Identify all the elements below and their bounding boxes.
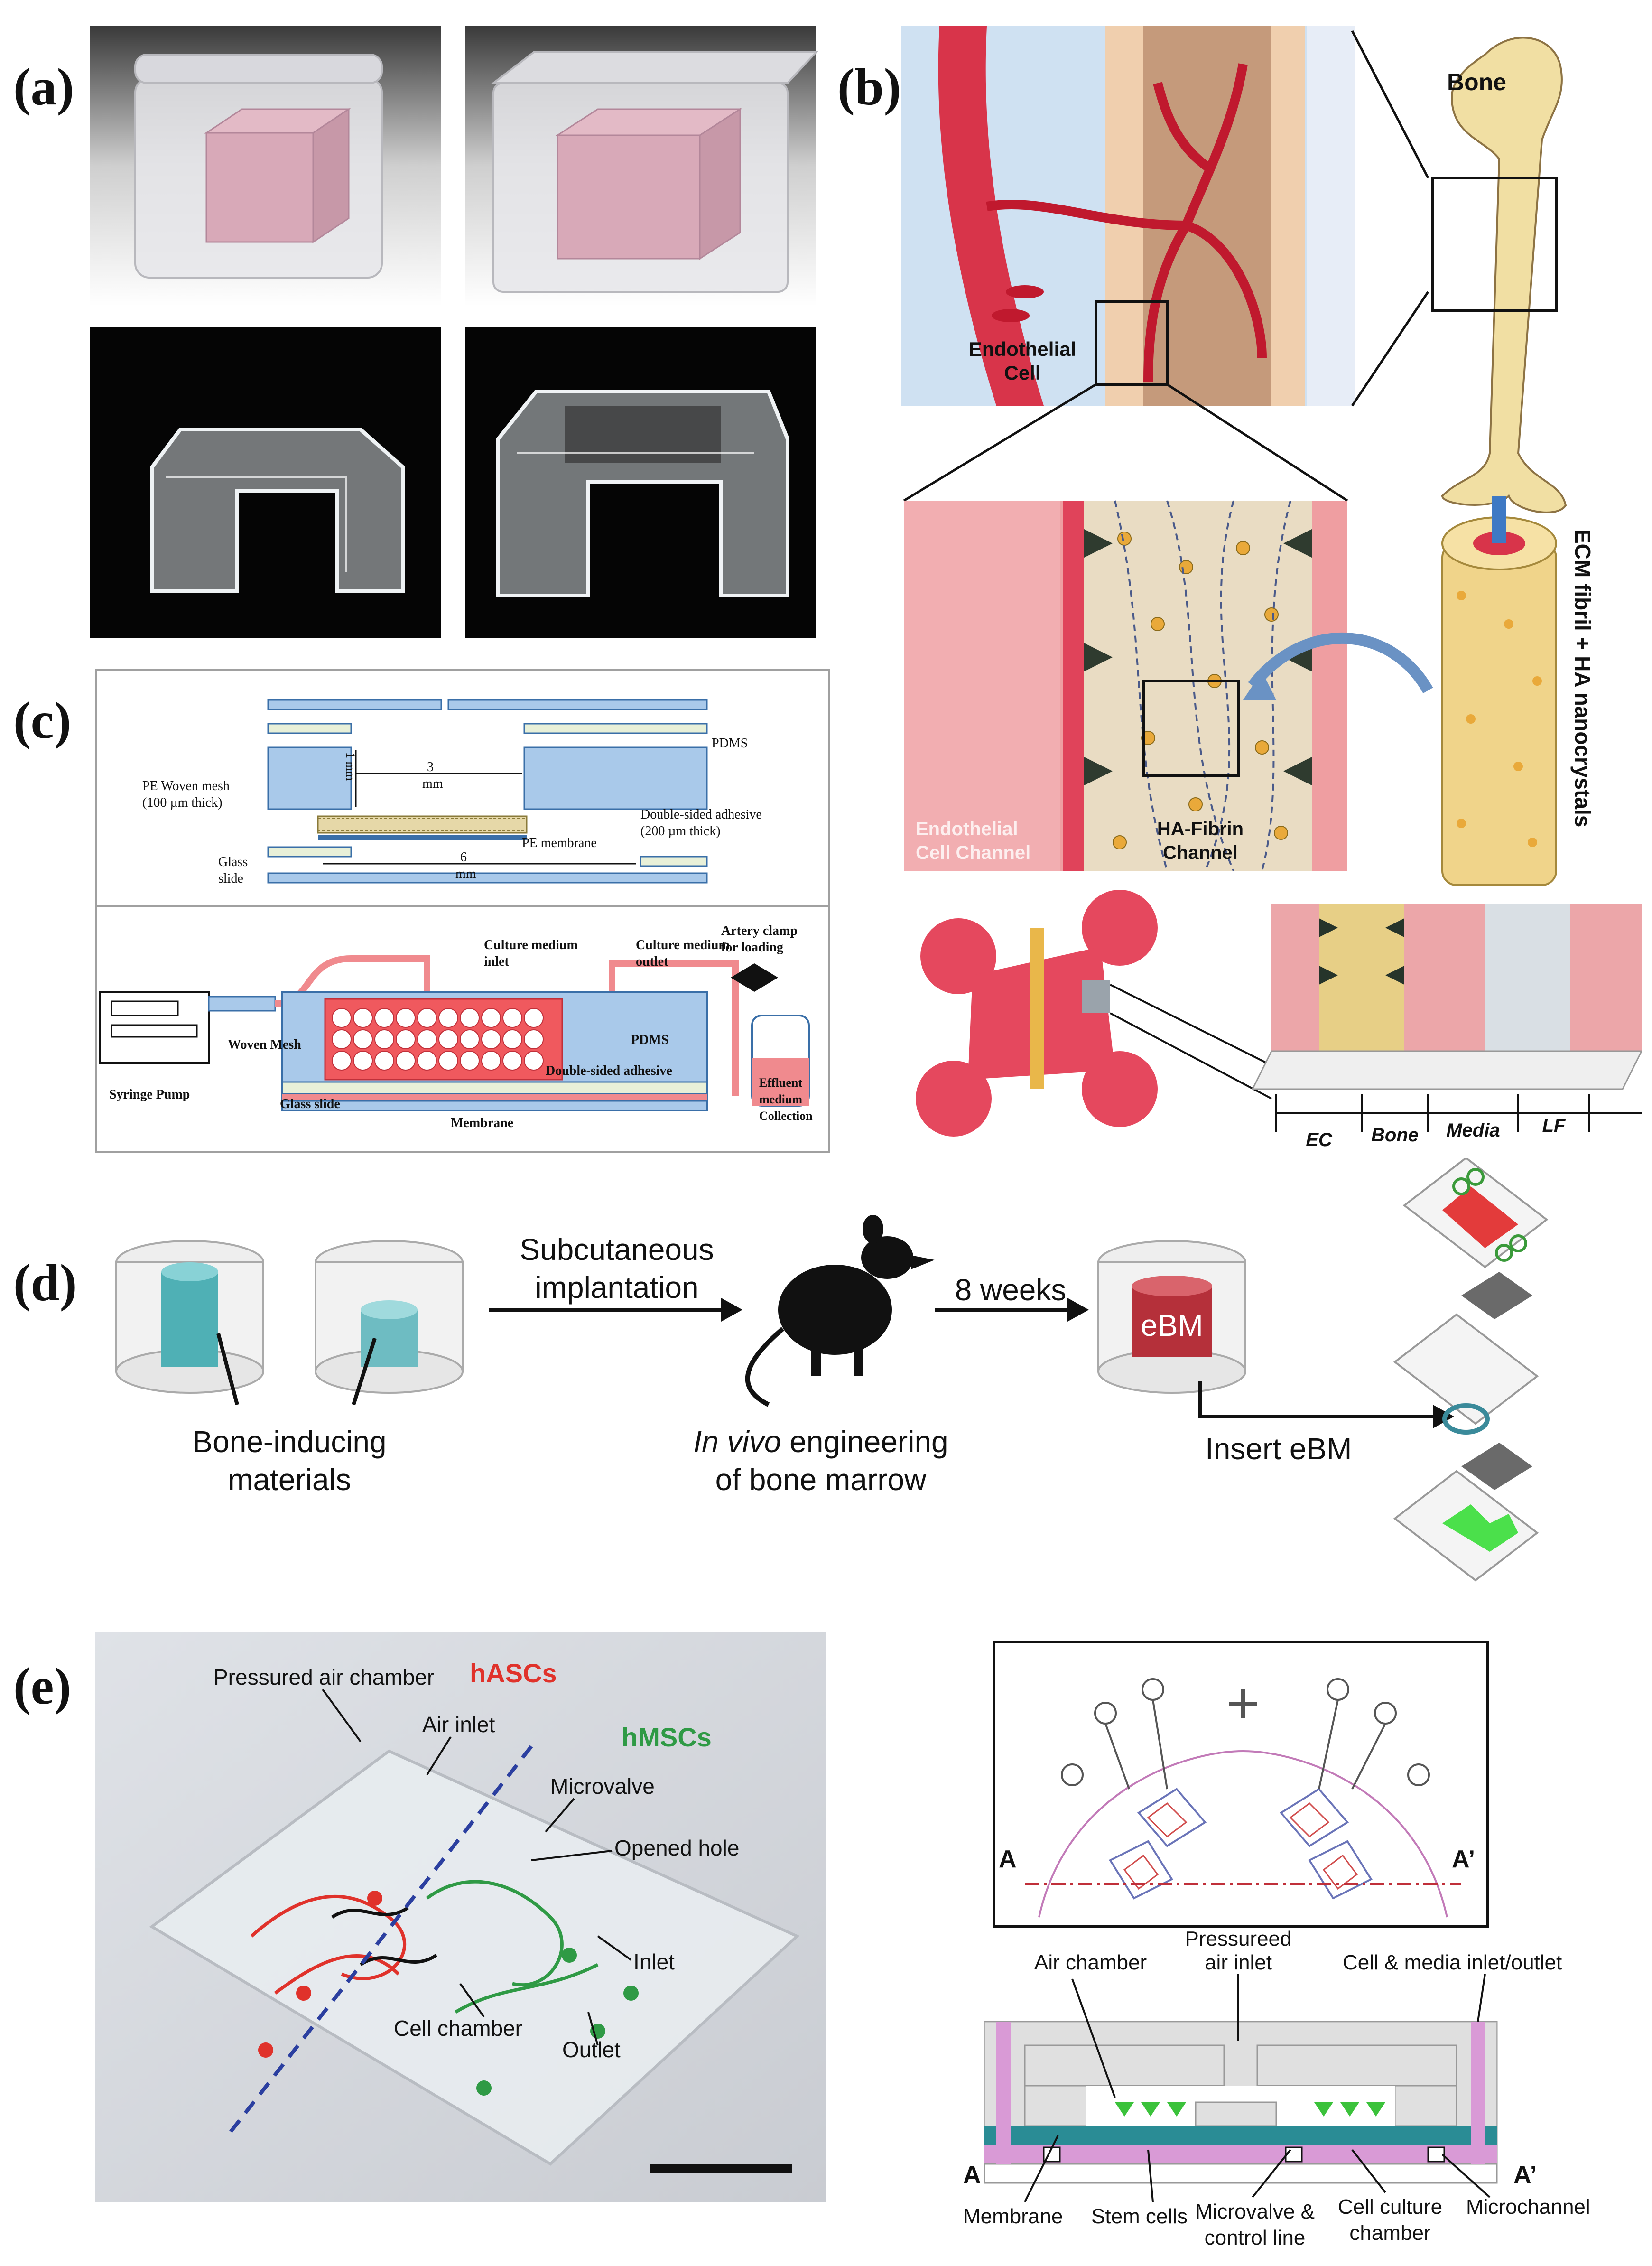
panel-e-figure: Pressured air chamber hASCs hMSCs Air in… xyxy=(95,1632,1590,2249)
endothelial-channel-label: Endothelial xyxy=(916,819,1018,839)
a-prime-label-bottom: A’ xyxy=(1513,2161,1537,2189)
zoom-box xyxy=(1095,300,1169,386)
outlet-label: Outlet xyxy=(562,2037,621,2062)
a-label-bottom: A xyxy=(963,2161,981,2189)
clamp-label-2: for loading xyxy=(721,940,783,955)
glass-label: Glass xyxy=(218,855,248,869)
pressureed-label: Pressureed xyxy=(1185,1927,1291,1950)
pe-mesh-label-2: (100 µm thick) xyxy=(142,795,223,810)
scale-bar xyxy=(650,2164,792,2173)
in-vivo-label: In vivo engineering xyxy=(693,1425,948,1459)
chip-stack xyxy=(1393,1158,1549,1582)
mouse-icon xyxy=(745,1215,935,1407)
medium-outlet-label: Culture medium xyxy=(636,938,730,952)
dim-1mm-label: 1 mm xyxy=(343,752,357,781)
ebm-label: eBM xyxy=(1141,1308,1203,1343)
in-vivo-rest: engineering xyxy=(781,1425,948,1459)
panel-label-a: (a) xyxy=(13,58,74,116)
chip-illustration xyxy=(916,890,1158,1137)
medium-outlet-label-2: outlet xyxy=(636,954,668,969)
endothelial-cell-label: Endothelial xyxy=(969,338,1076,360)
inlet-label: Inlet xyxy=(633,1949,675,1974)
microvalve-line-label-2: control line xyxy=(1205,2226,1306,2249)
cell-culture-label-2: chamber xyxy=(1349,2221,1430,2245)
render-cube-small xyxy=(90,26,441,306)
opened-hole-label: Opened hole xyxy=(614,1836,739,1860)
panel-label-b: (b) xyxy=(837,58,901,116)
adhesive-bottom-label: Double-sided adhesive xyxy=(546,1063,672,1078)
woven-mesh-label: Woven Mesh xyxy=(228,1037,301,1052)
scaffold-1 xyxy=(115,1240,264,1394)
microvalve-label: Microvalve xyxy=(550,1774,655,1799)
glass-label-2: slide xyxy=(218,871,243,886)
a-label-top: A xyxy=(999,1846,1017,1873)
scaffold-2 xyxy=(315,1240,464,1394)
panel-b-figure: Endothelial Cell Bone Endothelial Cell C… xyxy=(901,26,1642,1150)
membrane-e-label: Membrane xyxy=(963,2205,1063,2228)
panel-label-d: (d) xyxy=(13,1254,77,1312)
in-vivo-label-2: of bone marrow xyxy=(715,1463,927,1497)
dim-6-unit: mm xyxy=(455,867,476,881)
bone-inducing-label: Bone-inducing xyxy=(192,1425,386,1459)
endothelial-cell-label-2: Cell xyxy=(1004,362,1040,384)
render-cube-large xyxy=(465,26,818,306)
panel-label-e: (e) xyxy=(13,1657,72,1715)
pressured-air-chamber-label: Pressured air chamber xyxy=(213,1665,434,1689)
adhesive-label: Double-sided adhesive xyxy=(640,807,762,822)
weeks-label: 8 weeks xyxy=(955,1273,1067,1307)
panel-c-figure: PDMS 3 mm 1 mm PE Woven mesh (100 µm thi… xyxy=(95,669,830,1153)
photo-device-large xyxy=(465,327,816,638)
insert-ebm-label: Insert eBM xyxy=(1205,1432,1352,1466)
ha-fibrin-label: HA-Fibrin xyxy=(1157,819,1244,839)
media-label: Media xyxy=(1446,1120,1500,1141)
stem-cells-label: Stem cells xyxy=(1091,2205,1188,2228)
pdms-top-label: PDMS xyxy=(712,736,748,751)
air-inlet-label: Air inlet xyxy=(422,1712,495,1737)
adhesive-label-2: (200 µm thick) xyxy=(640,824,721,839)
medium-inlet-label-2: inlet xyxy=(484,954,510,969)
pe-mesh-label: PE Woven mesh xyxy=(142,779,230,793)
lf-label: LF xyxy=(1542,1115,1566,1136)
microvalve-line-label: Microvalve & xyxy=(1195,2200,1315,2223)
hmscs-label: hMSCs xyxy=(622,1722,712,1752)
dim-6-label: 6 xyxy=(460,850,467,865)
panel-d-figure: Bone-inducing materials Subcutaneous imp… xyxy=(115,1158,1549,1582)
ebm-scaffold xyxy=(1097,1240,1246,1394)
panel-a-figure xyxy=(90,26,818,638)
effluent-label-2: medium xyxy=(759,1092,802,1106)
in-vivo-italic: In vivo xyxy=(693,1425,781,1459)
membrane-c-label: Membrane xyxy=(451,1116,513,1130)
panel-label-c: (c) xyxy=(13,691,72,749)
glass-slide-label: Glass slide xyxy=(280,1097,340,1111)
ec-label: EC xyxy=(1306,1129,1333,1150)
effluent-label: Effluent xyxy=(759,1076,802,1090)
microchannel-label: Microchannel xyxy=(1466,2195,1590,2219)
cell-media-label: Cell & media inlet/outlet xyxy=(1343,1951,1562,1974)
hascs-label: hASCs xyxy=(470,1658,557,1688)
subcutaneous-label: Subcutaneous xyxy=(520,1232,714,1267)
pe-membrane-label: PE membrane xyxy=(522,836,597,850)
air-chamber-label: Air chamber xyxy=(1034,1951,1147,1974)
implantation-label: implantation xyxy=(535,1270,698,1305)
dim-3-label: 3 xyxy=(427,760,434,774)
medium-inlet-label: Culture medium xyxy=(484,938,578,952)
a-prime-label-top: A’ xyxy=(1452,1846,1475,1873)
ha-fibrin-label-2: Channel xyxy=(1163,842,1238,863)
bone-layer-label: Bone xyxy=(1371,1125,1419,1146)
pressureed-label-2: air inlet xyxy=(1205,1951,1272,1974)
clamp-label: Artery clamp xyxy=(721,923,798,938)
cell-chamber-label: Cell chamber xyxy=(394,2016,522,2041)
dim-3-unit: mm xyxy=(422,776,443,791)
ecm-fibril-label: ECM fibril + HA nanocrystals xyxy=(1570,529,1595,827)
endothelial-channel-label-2: Cell Channel xyxy=(916,842,1030,863)
cell-culture-label: Cell culture xyxy=(1338,2195,1442,2219)
effluent-label-3: Collection xyxy=(759,1109,813,1123)
bone-label: Bone xyxy=(1447,69,1506,95)
bone-inducing-label-2: materials xyxy=(228,1463,351,1497)
photo-device-small xyxy=(90,327,441,638)
pdms-bottom-label: PDMS xyxy=(631,1033,668,1047)
syringe-pump-label: Syringe Pump xyxy=(109,1087,190,1102)
